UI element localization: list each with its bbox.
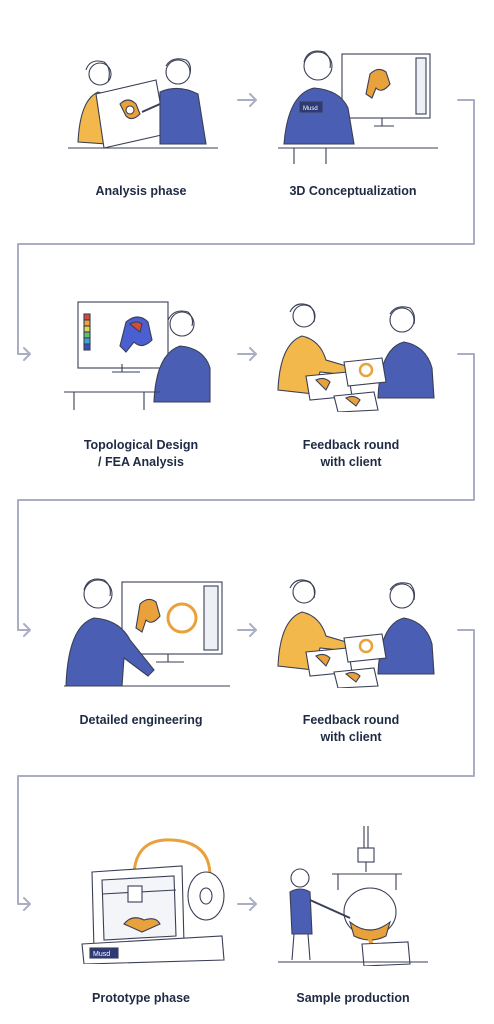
step-label-sample: Sample production (296, 991, 410, 1005)
step-label-prototype: Prototype phase (92, 991, 190, 1005)
meeting-blueprint-illustration (68, 58, 218, 149)
connector-row3-row4 (17, 629, 475, 911)
arrow-3 (237, 623, 257, 637)
arrow-2 (237, 347, 257, 361)
fea-monitor-illustration (64, 301, 211, 410)
client-review-illustration (277, 303, 435, 412)
step-label-topology: Topological Design / FEA Analysis (83, 438, 199, 469)
3d-printer-illustration: Musd (81, 838, 225, 964)
brand-mark: Musd (93, 951, 110, 958)
step-label-feedback2: Feedback round with client (302, 713, 400, 744)
step-label-concept: 3D Conceptualization (289, 184, 417, 198)
step-label-analysis: Analysis phase (95, 184, 187, 198)
foundry-pouring-illustration (278, 826, 428, 966)
step-label-detailed: Detailed engineering (79, 713, 203, 727)
arrow-1 (237, 93, 257, 107)
client-review-illustration (277, 579, 435, 688)
connector-row1-row2 (17, 99, 475, 361)
engineer-drawing-illustration (64, 578, 230, 687)
connector-row2-row3 (17, 353, 475, 637)
step-label-feedback1: Feedback round with client (302, 438, 400, 469)
arrow-4 (237, 897, 257, 911)
svg-text:Musd: Musd (303, 106, 318, 112)
engineer-cad-illustration: Musd (278, 50, 438, 164)
